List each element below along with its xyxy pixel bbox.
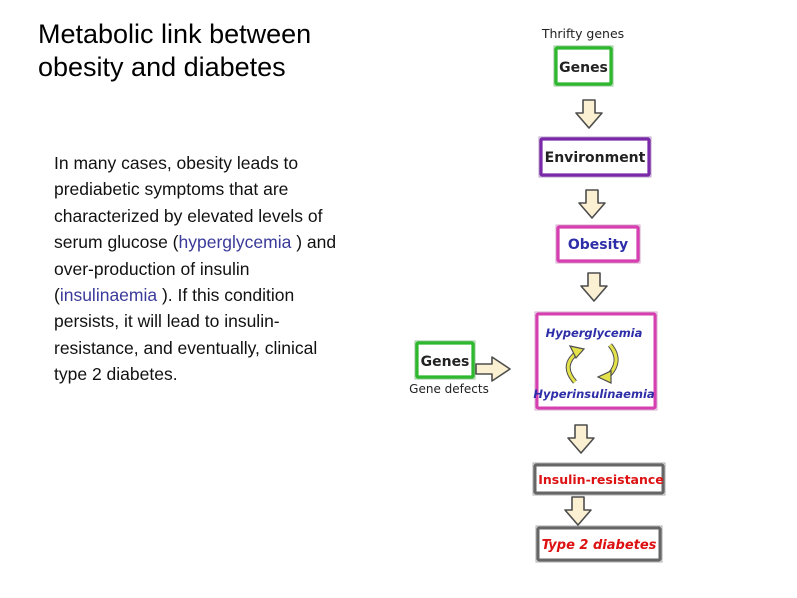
metabolic-box: Hyperglycemia Hyperinsulinaemia (533, 311, 658, 411)
arrow-environment-to-obesity (578, 189, 606, 219)
environment-box: Environment (538, 136, 652, 178)
arrow-side-genes-to-metabolic (475, 356, 511, 382)
cycle-arrows (565, 343, 619, 384)
side-genes-box: Genes (414, 340, 476, 380)
term-hyperglycemia: hyperglycemia (178, 232, 292, 253)
title-line-2: obesity and diabetes (38, 52, 286, 82)
thrifty-genes-caption: Thrifty genes (541, 26, 624, 41)
hyperglycemia-label: Hyperglycemia (546, 326, 643, 340)
insulin-resistance-label: Insulin-resistance (538, 472, 664, 487)
arrow-obesity-to-metabolic (580, 272, 608, 302)
insulin-resistance-box: Insulin-resistance (532, 462, 666, 496)
arrow-genes-to-environment (575, 99, 603, 129)
gene-defects-caption: Gene defects (409, 382, 489, 396)
environment-box-label: Environment (545, 150, 646, 166)
term-insulinaemia: insulinaemia (59, 285, 158, 306)
genes-box-label: Genes (559, 60, 608, 76)
slide-title: Metabolic link between obesity and diabe… (38, 18, 398, 84)
hyperinsulinaemia-label: Hyperinsulinaemia (533, 387, 655, 401)
arrow-metabolic-to-resistance (567, 424, 595, 454)
body-paragraph: In many cases, obesity leads to prediabe… (54, 150, 354, 388)
genes-box: Genes (553, 45, 614, 87)
side-genes-box-label: Genes (421, 354, 470, 370)
body-intro: In many cases, obesity leads to prediabe… (54, 153, 323, 253)
body-mid: ) and over-production of insulin ( (54, 232, 337, 306)
title-line-1: Metabolic link between (38, 19, 312, 49)
body-outro: ). If this condition persists, it will l… (54, 285, 318, 385)
obesity-box: Obesity (555, 224, 641, 264)
type2-diabetes-label: Type 2 diabetes (542, 538, 657, 553)
obesity-box-label: Obesity (568, 237, 628, 253)
arrow-resistance-to-diabetes (564, 496, 592, 526)
type2-diabetes-box: Type 2 diabetes (535, 525, 663, 563)
